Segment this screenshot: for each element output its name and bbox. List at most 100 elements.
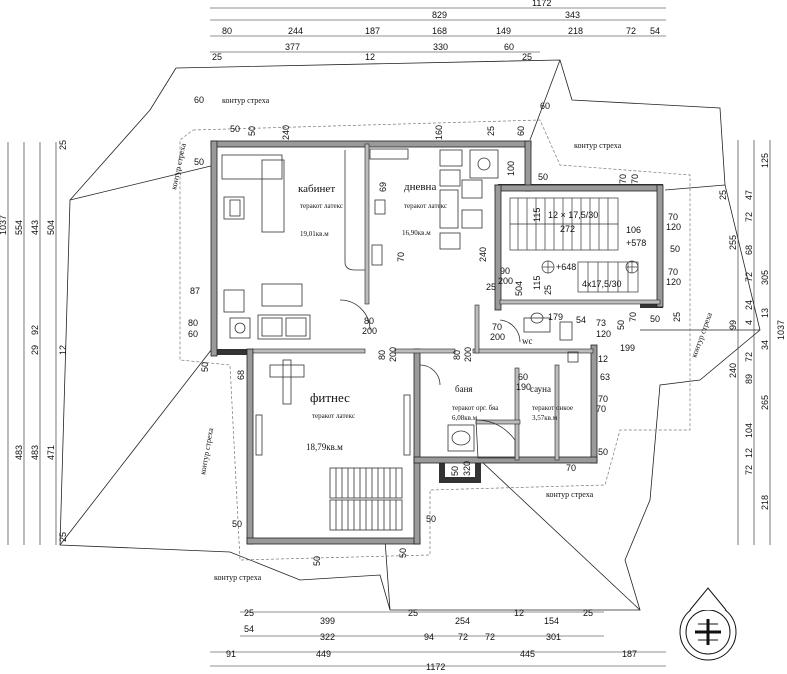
dim-bot-25b: 25 (408, 608, 418, 618)
stair-second-label: 4x17,5/30 (582, 279, 622, 289)
roof-label-5: контур стреха (198, 427, 215, 475)
opening-25a: 25 (486, 282, 496, 292)
mark-70b: 70 (630, 174, 640, 184)
mark-50g: 50 (426, 514, 436, 524)
dim-bot-72b: 72 (485, 632, 495, 642)
roof-label-6: контур стреха (546, 490, 594, 499)
mark-50b: 50 (538, 172, 548, 182)
dim-right-13: 13 (760, 308, 770, 318)
room-cabinet-name: кабинет (298, 183, 335, 195)
opening-190: 190 (516, 382, 531, 392)
dim-left-25a: 25 (58, 140, 68, 150)
dim-bot-322: 322 (320, 632, 335, 642)
opening-179: 179 (548, 312, 563, 322)
mark-87: 87 (190, 286, 200, 296)
dim-right-72a: 72 (744, 212, 754, 222)
dim-bot-301: 301 (546, 632, 561, 642)
mark-240b: 69 (378, 182, 388, 192)
stair-count-label: 272 (560, 224, 575, 234)
room-labels: кабинет теракот латекс 19,01кв.м дневна … (298, 181, 573, 452)
opening-120a: 120 (666, 222, 681, 232)
mark-50a: 50 (247, 126, 257, 136)
dim-left-504: 504 (46, 220, 56, 235)
right-dimensions: 1037 125 255 25 99 240 265 218 47 72 68 … (718, 153, 786, 510)
living-furniture (344, 148, 499, 271)
north-arrow-icon (679, 587, 737, 661)
dim-left-554: 554 (14, 220, 24, 235)
mark-73: 54 (576, 315, 586, 325)
opening-80c: 80 (452, 350, 462, 360)
cabinet-furniture (221, 154, 371, 340)
dim-bot-449: 449 (316, 649, 331, 659)
dim-left-483b: 483 (30, 445, 40, 460)
opening-199: 199 (620, 343, 635, 353)
bath-fixtures (419, 312, 579, 459)
mark-60d: 60 (188, 329, 198, 339)
dim-bot-154: 154 (544, 616, 559, 626)
dim-top-377: 377 (285, 42, 300, 52)
dim-top-72: 72 (626, 26, 636, 36)
mark-60b: 60 (540, 101, 550, 111)
dim-right-72d: 72 (744, 465, 754, 475)
dim-bot-12: 12 (514, 608, 524, 618)
dim-top-829: 829 (432, 10, 447, 20)
dim-right-68: 68 (744, 245, 754, 255)
mark-50i: 70 (566, 463, 576, 473)
wall-marks: 60 50 240 160 25 60 60 100 50 70 70 50 5… (188, 95, 682, 566)
dim-top-12: 12 (365, 52, 375, 62)
opening-106: 106 (626, 225, 641, 235)
dimension-lines (7, 7, 771, 667)
mark-50m: 70 (596, 404, 606, 414)
roof-outline (59, 59, 761, 611)
room-fitness-floor: теракот латекс (312, 412, 355, 420)
stair-level1-label: +578 (626, 238, 646, 248)
room-sauna-area: 3,57кв.м (532, 414, 558, 422)
stair-level2-label: +648 (556, 262, 576, 272)
room-living-area: 16,90кв.м (402, 229, 431, 237)
room-living-name: дневна (404, 181, 436, 193)
mark-320: 50 (312, 556, 322, 566)
opening-80b: 80 (377, 350, 387, 360)
roof-label-7: контур стреха (214, 573, 262, 582)
mark-50j: 50 (598, 447, 608, 457)
mark-70e: 70 (598, 394, 608, 404)
room-fitness-name: фитнес (310, 390, 350, 405)
roof-label-1: контур стреха (222, 96, 270, 105)
dim-bot-overall: 1172 (426, 662, 445, 672)
interior-walls (252, 143, 661, 461)
exterior-wall-fill (210, 140, 664, 545)
mark-25: 25 (486, 126, 496, 136)
dim-left-12: 12 (58, 345, 68, 355)
dim-top-330: 330 (433, 42, 448, 52)
opening-200c: 200 (463, 347, 473, 362)
stair-labels: 12 × 17,5/30 272 4x17,5/30 +578 +648 (548, 210, 646, 289)
room-living-floor: теракот латекс (404, 202, 447, 210)
dim-bot-399: 399 (320, 616, 335, 626)
dim-right-47: 47 (744, 190, 754, 200)
mark-68: 68 (236, 370, 246, 380)
dim-right-72b: 72 (744, 272, 754, 282)
room-sauna-floor: теракот онкое (532, 404, 573, 412)
mark-50e: 50 (200, 362, 210, 372)
left-dimensions: 1037 554 483 443 29 483 25 504 92 12 471… (0, 140, 68, 542)
mark-160: 160 (434, 125, 444, 140)
dim-bot-187: 187 (622, 649, 637, 659)
dim-bot-25a: 25 (244, 608, 254, 618)
mark-120c: 70 (628, 312, 638, 322)
dim-top-244: 244 (288, 26, 303, 36)
stair-main-label: 12 × 17,5/30 (548, 210, 598, 220)
dim-left-1037: 1037 (0, 215, 8, 235)
room-cabinet-area: 19,01кв.м (300, 230, 329, 238)
opening-120b: 120 (666, 277, 681, 287)
mark-50h: 50 (398, 548, 408, 558)
fitness-equipment (255, 359, 411, 531)
dim-bot-254: 254 (455, 616, 470, 626)
dim-bot-54: 54 (244, 624, 254, 634)
dim-right-89: 89 (744, 374, 754, 384)
mark-100: 100 (506, 161, 516, 176)
mark-240a: 240 (281, 125, 291, 140)
roof-label-4: контур стреха (689, 311, 714, 359)
opening-200a: 200 (362, 326, 377, 336)
dim-right-12: 12 (744, 448, 754, 458)
room-sauna-name: сауна (530, 384, 551, 394)
